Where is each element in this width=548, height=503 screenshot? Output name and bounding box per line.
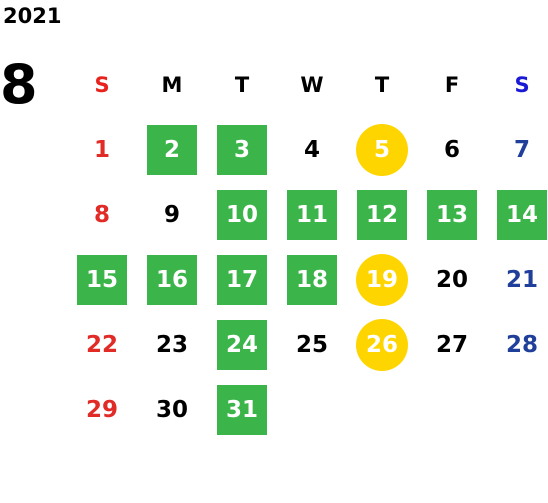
day-cell[interactable]: 25 xyxy=(277,312,347,377)
weekday-header: T xyxy=(374,72,390,97)
day-cell[interactable]: 13 xyxy=(417,182,487,247)
day-number: 22 xyxy=(85,331,118,358)
day-number: 3 xyxy=(233,136,250,163)
day-cell[interactable]: 18 xyxy=(277,247,347,312)
day-number: 7 xyxy=(513,136,530,163)
day-number: 10 xyxy=(225,201,258,228)
day-cell[interactable]: 27 xyxy=(417,312,487,377)
day-cell[interactable]: 8 xyxy=(67,182,137,247)
weekday-header: T xyxy=(234,72,250,97)
weekday-header: W xyxy=(300,72,324,97)
day-number: 15 xyxy=(85,266,118,293)
day-number: 20 xyxy=(435,266,468,293)
day-number: 17 xyxy=(225,266,258,293)
day-number: 26 xyxy=(365,331,398,358)
day-cell[interactable]: 11 xyxy=(277,182,347,247)
weekday-header: S xyxy=(514,72,530,97)
day-cell[interactable]: 31 xyxy=(207,377,277,442)
month-label: 8 xyxy=(0,53,38,116)
day-number: 27 xyxy=(435,331,468,358)
day-number: 4 xyxy=(303,136,320,163)
day-cell[interactable]: 7 xyxy=(487,117,548,182)
day-number: 11 xyxy=(295,201,328,228)
day-number: 12 xyxy=(365,201,398,228)
weekday-header: M xyxy=(161,72,183,97)
day-cell[interactable]: 14 xyxy=(487,182,548,247)
day-cell[interactable]: 23 xyxy=(137,312,207,377)
day-number: 23 xyxy=(155,331,188,358)
day-cell[interactable]: 5 xyxy=(347,117,417,182)
day-number: 2 xyxy=(163,136,180,163)
day-number: 31 xyxy=(225,396,258,423)
day-number: 18 xyxy=(295,266,328,293)
day-number: 14 xyxy=(505,201,538,228)
day-cell[interactable]: 12 xyxy=(347,182,417,247)
day-number: 13 xyxy=(435,201,468,228)
day-cell[interactable]: 4 xyxy=(277,117,347,182)
day-number: 30 xyxy=(155,396,188,423)
day-number: 5 xyxy=(373,136,390,163)
day-number: 21 xyxy=(505,266,538,293)
day-cell[interactable]: 6 xyxy=(417,117,487,182)
day-number: 19 xyxy=(365,266,398,293)
day-cell[interactable]: 17 xyxy=(207,247,277,312)
day-cell[interactable]: 26 xyxy=(347,312,417,377)
day-cell[interactable]: 19 xyxy=(347,247,417,312)
day-cell[interactable]: 30 xyxy=(137,377,207,442)
day-cell[interactable]: 3 xyxy=(207,117,277,182)
day-cell[interactable]: 28 xyxy=(487,312,548,377)
weekday-header: S xyxy=(94,72,110,97)
day-cell[interactable]: 22 xyxy=(67,312,137,377)
day-number: 8 xyxy=(93,201,110,228)
day-cell[interactable]: 24 xyxy=(207,312,277,377)
day-cell[interactable]: 20 xyxy=(417,247,487,312)
day-number: 25 xyxy=(295,331,328,358)
day-cell[interactable]: 21 xyxy=(487,247,548,312)
day-cell[interactable]: 16 xyxy=(137,247,207,312)
day-number: 9 xyxy=(163,201,180,228)
day-number: 16 xyxy=(155,266,188,293)
day-number: 24 xyxy=(225,331,258,358)
day-cell[interactable]: 2 xyxy=(137,117,207,182)
year-label: 2021 xyxy=(3,4,62,28)
day-number: 1 xyxy=(93,136,110,163)
day-number: 6 xyxy=(443,136,460,163)
day-cell[interactable]: 1 xyxy=(67,117,137,182)
weekday-header: F xyxy=(444,72,460,97)
day-cell[interactable]: 10 xyxy=(207,182,277,247)
day-cell[interactable]: 15 xyxy=(67,247,137,312)
day-cell[interactable]: 9 xyxy=(137,182,207,247)
day-cell[interactable]: 29 xyxy=(67,377,137,442)
day-number: 29 xyxy=(85,396,118,423)
day-number: 28 xyxy=(505,331,538,358)
